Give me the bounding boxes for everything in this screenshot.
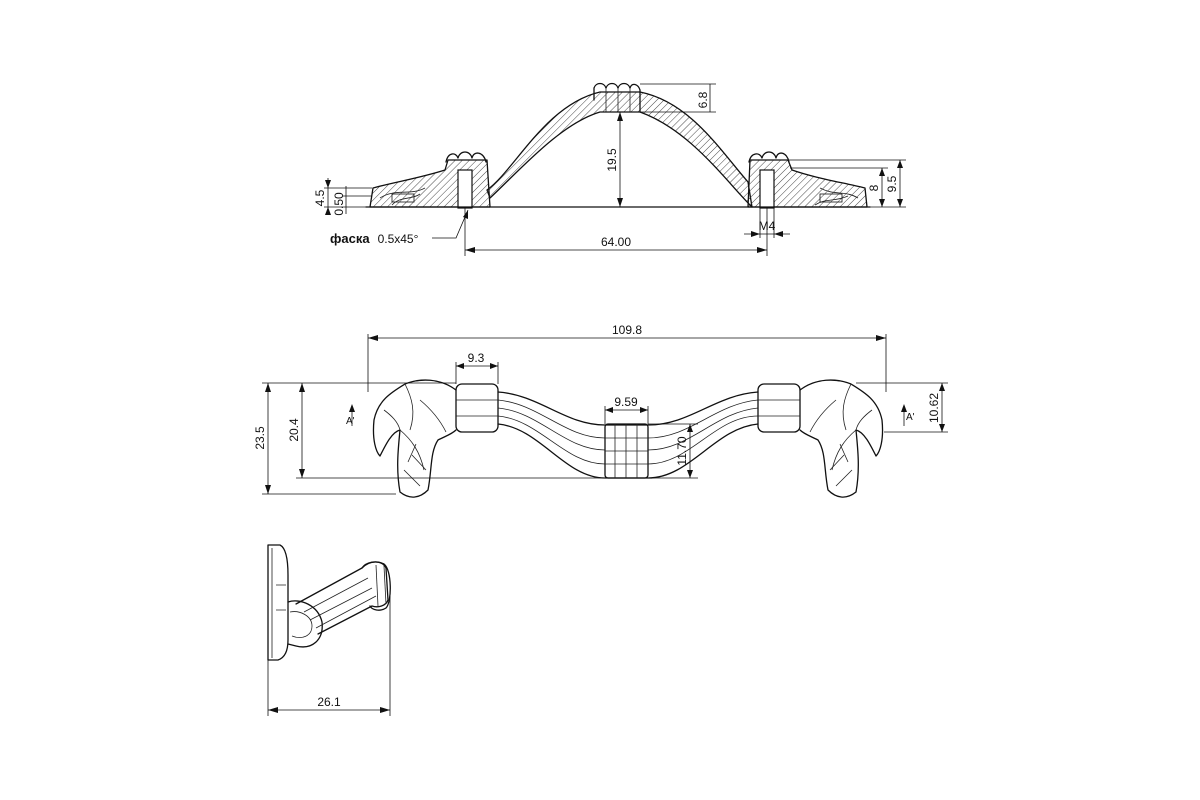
end-view: 26.1: [267, 544, 391, 716]
dim-label-19-5: 19.5: [605, 148, 619, 172]
side-left-leaf-detail: [379, 187, 426, 206]
side-left-boss-top: [445, 151, 487, 163]
top-right-collar: [757, 383, 801, 433]
side-left-slot: [391, 193, 415, 203]
end-cap: [361, 561, 391, 611]
chamfer-label: фаска 0.5x45°: [330, 230, 419, 247]
dim-label-6-8: 6.8: [696, 91, 710, 108]
section-mark-right: A': [906, 412, 915, 423]
top-view: 109.8 9.3 9.59 11.70 23.5 20.4: [253, 323, 948, 498]
dim-label-26-1: 26.1: [317, 695, 341, 709]
dim-label-23-5: 23.5: [253, 426, 267, 450]
top-left-collar: [455, 383, 499, 433]
dim-label-9-3: 9.3: [468, 351, 485, 365]
dim-label-11-70: 11.70: [675, 436, 689, 465]
dim-label-9-5: 9.5: [885, 175, 899, 192]
dim-label-10-62: 10.62: [927, 393, 941, 423]
end-mounting-plate: [267, 544, 289, 661]
side-left-thread-hole: [457, 169, 473, 209]
side-arch-section: [486, 91, 753, 208]
end-neck: [287, 600, 323, 648]
dim-label-0-50: 0.50: [332, 192, 346, 216]
side-section-view: 6.8 19.5 4.5 0.50 8 9.5 64.00: [313, 82, 906, 256]
dim-label-4-5: 4.5: [313, 189, 327, 206]
side-right-boss-top: [748, 151, 790, 163]
chamfer-leader: [432, 209, 469, 239]
side-right-base: [747, 159, 868, 208]
dim-label-109-8: 109.8: [612, 323, 642, 337]
top-bar-upper-edge: [497, 391, 759, 426]
side-right-thread-hole: [759, 169, 775, 209]
dim-label-20-4: 20.4: [287, 418, 301, 442]
dim-label-64: 64.00: [601, 235, 631, 249]
side-right-slot: [819, 193, 843, 203]
end-grip-bar: [295, 561, 389, 635]
dim-label-9-59: 9.59: [614, 395, 638, 409]
top-right-leaf-ornament: [799, 379, 884, 498]
dim-label-m4: M4: [759, 219, 776, 233]
top-left-leaf-ornament: [372, 379, 457, 498]
section-mark-left: A': [346, 416, 355, 427]
dim-label-8: 8: [867, 184, 881, 191]
side-right-leaf-detail: [814, 187, 859, 206]
